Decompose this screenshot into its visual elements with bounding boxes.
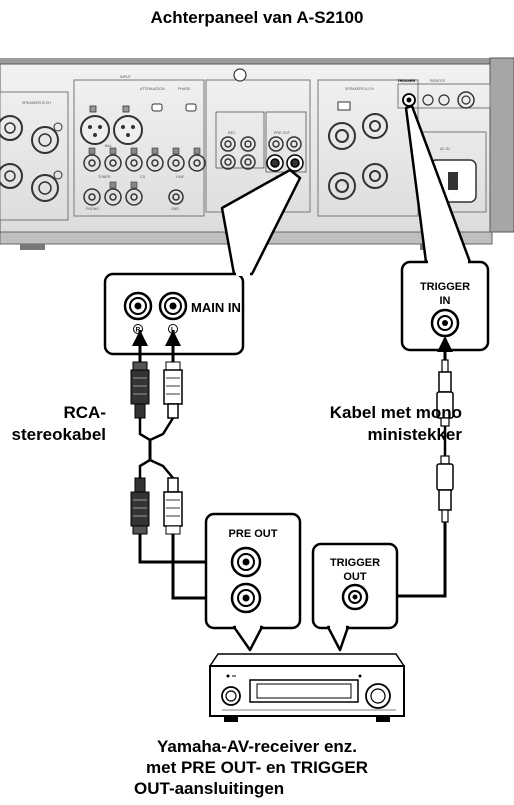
av-receiver-icon <box>208 653 406 722</box>
panel-label-ac-in: AC IN <box>440 147 450 151</box>
mono-cable-label-line1: Kabel met mono <box>329 403 462 422</box>
receiver-caption: Yamaha-AV-receiver enz. met PRE OUT- en … <box>0 736 514 799</box>
rca-cable-label-line1: RCA- <box>63 403 107 422</box>
receiver-caption-line1: Yamaha-AV-receiver enz. <box>156 737 357 756</box>
panel-label-speakers-a: SPEAKERS A CH <box>345 87 374 91</box>
trigger-out-label: TRIGGER <box>330 557 380 569</box>
rca-cable-label-line2: stereokabel <box>11 425 107 444</box>
mono-mini-plug-cable <box>366 336 454 604</box>
page-title: Achterpaneel van A-S2100 <box>150 8 364 27</box>
rca-cable-label: RCA- stereokabel <box>12 402 107 446</box>
panel-label-attenuation: ATTENUATION <box>140 87 165 91</box>
panel-label-phase: PHASE <box>178 87 191 91</box>
panel-label-tuner: TUNER <box>98 175 111 179</box>
pre-out-callout: PRE OUT <box>204 512 302 652</box>
panel-label-bal: BAL <box>105 144 112 148</box>
panel-label-pre-out: PRE OUT <box>274 131 291 135</box>
pre-out-label: PRE OUT <box>229 528 278 540</box>
panel-label-phono: PHONO <box>86 207 99 211</box>
panel-label-line: LINE <box>176 175 185 179</box>
panel-label-trigger: TRIGGER <box>397 78 415 83</box>
receiver-caption-line2: met PRE OUT- en TRIGGER <box>146 758 368 777</box>
panel-label-speakers-b: SPEAKERS B CH <box>22 101 51 105</box>
mono-cable-label-line2: ministekker <box>367 425 463 444</box>
trigger-in-label-2: IN <box>440 295 451 307</box>
main-in-label: MAIN IN <box>191 300 241 315</box>
trigger-out-label-2: OUT <box>343 571 367 583</box>
panel-label-rec: REC <box>228 131 236 135</box>
trigger-in-label: TRIGGER <box>420 281 470 293</box>
panel-label-cd: CD <box>140 175 146 179</box>
panel-label-remote: REMOTE <box>430 79 446 83</box>
receiver-caption-line3: OUT-aansluitingen <box>134 779 285 798</box>
main-in-callout: R L MAIN IN <box>103 168 302 356</box>
panel-label-input: INPUT <box>120 75 132 79</box>
panel-label-gnd: GND <box>171 207 179 211</box>
main-in-r-label: R <box>136 327 141 334</box>
mono-cable-label: Kabel met mono ministekker <box>262 402 462 446</box>
trigger-in-callout: TRIGGER IN <box>400 104 490 352</box>
trigger-out-callout: TRIGGER OUT <box>311 542 399 652</box>
